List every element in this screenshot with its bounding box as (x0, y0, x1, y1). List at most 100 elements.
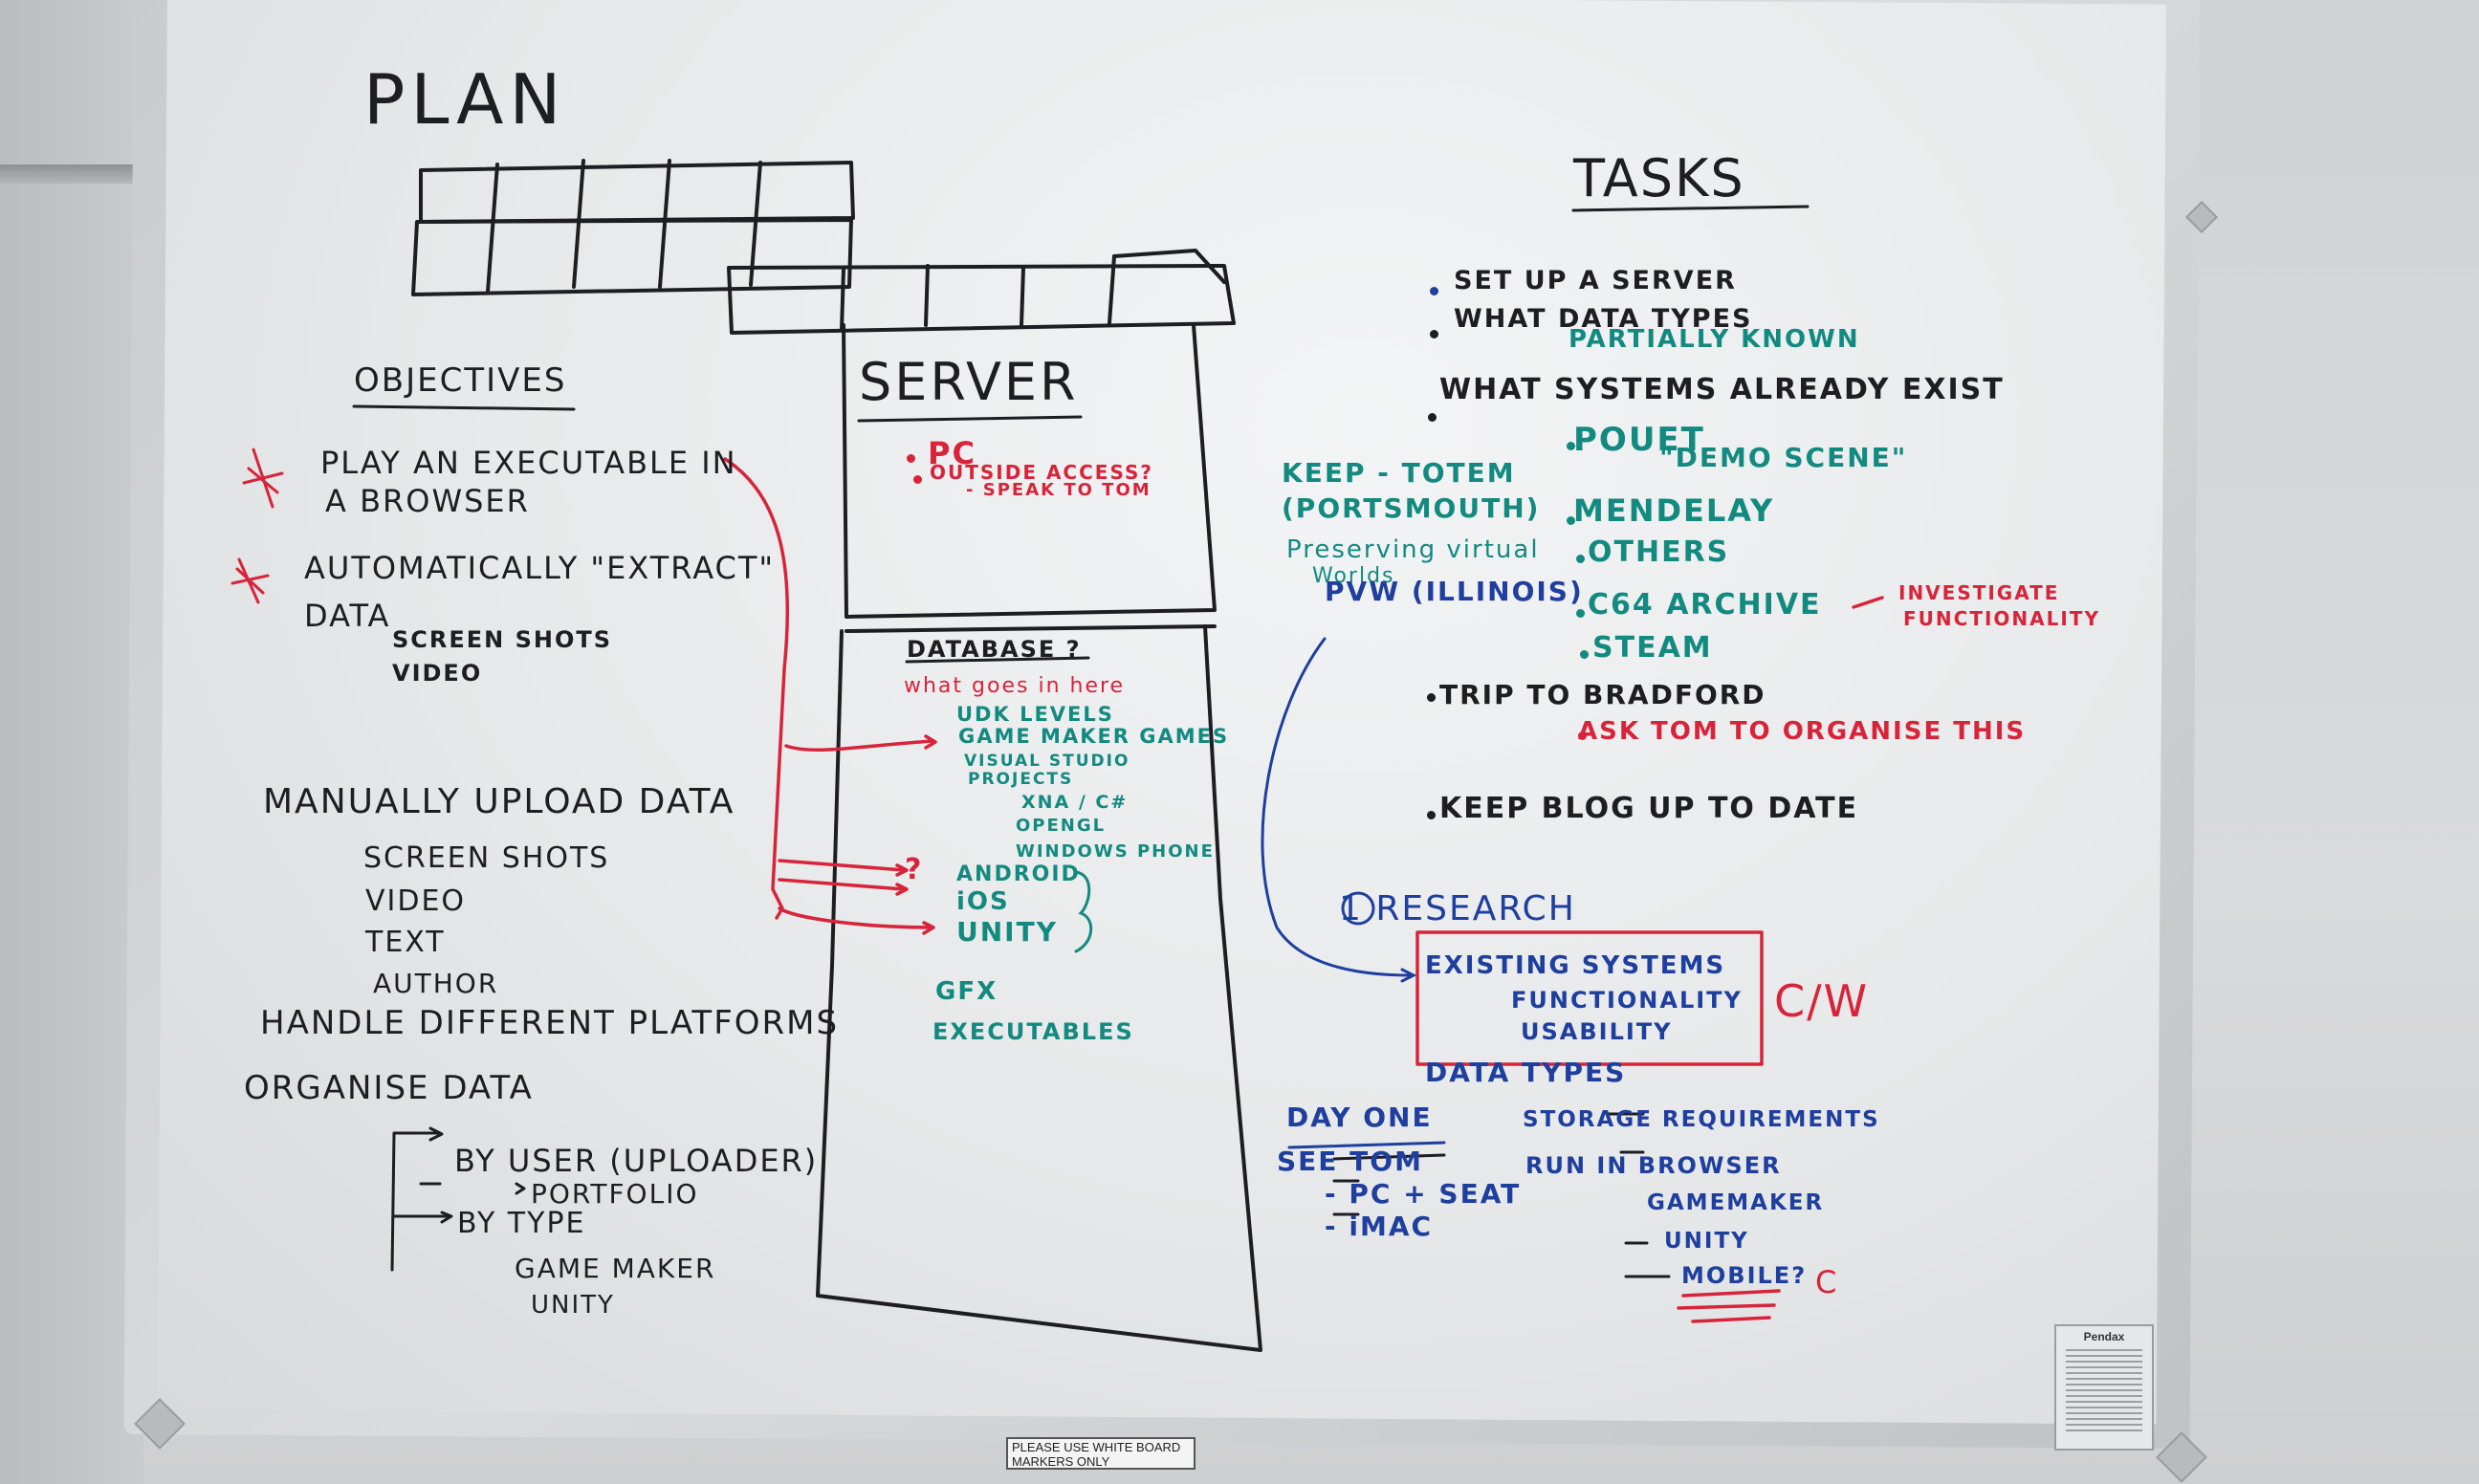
preserving-virtual: Preserving virtual (1286, 535, 1540, 564)
grid-step-row (727, 264, 1236, 335)
bullet (1430, 330, 1438, 338)
database-platform-android: ANDROID (956, 862, 1081, 886)
task-item: C64 ARCHIVE (1588, 588, 1822, 622)
objective-item: TEXT (365, 926, 446, 959)
task-item: STEAM (1592, 631, 1713, 665)
task-item: POUET (1573, 421, 1705, 459)
day-one-item: - iMAC (1325, 1211, 1434, 1242)
c-label: C (1815, 1264, 1839, 1300)
objective-item: PORTFOLIO (531, 1178, 699, 1210)
day-one-title: DAY ONE (1286, 1102, 1433, 1133)
investigate-label: INVESTIGATE (1898, 581, 2060, 604)
objective-item: VIDEO (392, 660, 483, 687)
research-item: DATA TYPES (1425, 1057, 1627, 1088)
database-sub-xna: XNA / C# (1021, 792, 1129, 813)
objective-item: BY TYPE (457, 1207, 586, 1240)
database-title: DATABASE ? (907, 636, 1082, 663)
research-arrow (1261, 637, 1413, 977)
research-item: STORAGE REQUIREMENTS (1523, 1107, 1880, 1132)
pendax-brand: Pendax (2083, 1330, 2125, 1343)
tasks-title: TASKS (1573, 148, 1745, 208)
database-platform-unity: UNITY (956, 916, 1058, 948)
objectives-title: OBJECTIVES (354, 361, 567, 400)
grid-top-row (419, 161, 855, 224)
database-item-udk: UDK LEVELS (956, 703, 1114, 726)
objectives-underline (352, 404, 576, 411)
functionality-label: FUNCTIONALITY (1903, 607, 2100, 630)
investigate-dash (1852, 596, 1884, 609)
bullet (1567, 442, 1575, 450)
bullet (1567, 516, 1575, 525)
server-item-speak-to-tom: - SPEAK TO TOM (966, 480, 1152, 500)
arrows-to-platforms (778, 859, 934, 929)
mobile-underline (1677, 1289, 1781, 1323)
grid-step-dividers (840, 254, 1116, 332)
research-item: MOBILE? (1681, 1262, 1808, 1289)
tasks-underline (1571, 205, 1810, 212)
task-item: "DEMO SCENE" (1659, 442, 1908, 473)
objective-item: VIDEO (365, 884, 467, 918)
arrow-line-main (723, 457, 790, 920)
database-underline (905, 656, 1090, 664)
star-1 (242, 447, 284, 509)
objective-item: UNITY (531, 1291, 615, 1320)
database-sub-opengl: OPENGL (1016, 816, 1107, 836)
grid-dividers (486, 159, 762, 294)
server-item-outside-access: OUTSIDE ACCESS? (930, 461, 1153, 484)
grid-bottom-row (411, 218, 853, 296)
database-item-visual-studio: VISUAL STUDIO (964, 752, 1130, 771)
pvw-illinois: PVW (ILLINOIS) (1325, 576, 1584, 607)
database-platform-ios: iOS (956, 887, 1010, 916)
wall (0, 0, 143, 1484)
objective-item: HANDLE DIFFERENT PLATFORMS (260, 1004, 840, 1042)
objective-item: AUTOMATICALLY "EXTRACT" (304, 550, 776, 586)
pendax-fineprint (2066, 1349, 2142, 1435)
server-box (842, 323, 1217, 619)
research-item: EXISTING SYSTEMS (1425, 951, 1726, 980)
keep-totem-portsmouth: (PORTSMOUTH) (1282, 492, 1541, 524)
research-item: GAMEMAKER (1647, 1190, 1825, 1215)
database-item-projects: PROJECTS (968, 770, 1074, 789)
organise-tree (390, 1131, 451, 1272)
objective-item: DATA (304, 598, 391, 634)
task-item: TRIP TO BRADFORD (1439, 679, 1766, 710)
task-item: MENDELAY (1573, 492, 1775, 529)
sticker-line-2: MARKERS ONLY (1012, 1454, 1110, 1469)
server-tower-lower (816, 624, 1262, 1352)
markers-only-sticker: PLEASE USE WHITE BOARD MARKERS ONLY (1006, 1437, 1196, 1470)
research-item: FUNCTIONALITY (1511, 987, 1743, 1014)
bullet (907, 454, 915, 463)
task-item: WHAT DATA TYPES (1454, 304, 1753, 334)
objective-item: AUTHOR (373, 968, 499, 999)
database-sub-windows-phone: WINDOWS PHONE (1016, 841, 1215, 862)
arrow-to-udk (784, 739, 934, 753)
task-item: SET UP A SERVER (1454, 266, 1737, 295)
database-item-game-maker: GAME MAKER GAMES (958, 725, 1230, 748)
server-title: SERVER (859, 352, 1079, 412)
research-item: RUN IN BROWSER (1525, 1152, 1782, 1179)
keep-totem: KEEP - TOTEM (1282, 457, 1516, 489)
plan-title: PLAN (363, 59, 567, 140)
bullet (1427, 811, 1436, 819)
sticker-line-1: PLEASE USE WHITE BOARD (1012, 1440, 1181, 1454)
day-one-item: - PC + SEAT (1325, 1178, 1522, 1210)
bullet (1576, 555, 1585, 563)
bullet (1580, 650, 1589, 659)
pendax-label: Pendax (2054, 1324, 2154, 1451)
platforms-brace (1074, 870, 1093, 953)
research-title: 1 RESEARCH (1339, 889, 1576, 928)
task-item: WHAT SYSTEMS ALREADY EXIST (1439, 373, 2005, 406)
objective-item: SCREEN SHOTS (363, 841, 610, 875)
research-item: UNITY (1664, 1229, 1749, 1254)
objective-item: PLAY AN EXECUTABLE IN (320, 445, 737, 481)
server-underline (857, 415, 1083, 423)
objective-item: GAME MAKER (515, 1253, 716, 1284)
bullet (913, 475, 922, 484)
server-item-pc: PC (928, 435, 976, 471)
cw-label: C/W (1774, 975, 1870, 1027)
research-highlight-box (1415, 930, 1764, 1066)
day-one-item: SEE TOM (1277, 1146, 1423, 1177)
bullet (1576, 609, 1585, 618)
bullet (1430, 287, 1438, 295)
